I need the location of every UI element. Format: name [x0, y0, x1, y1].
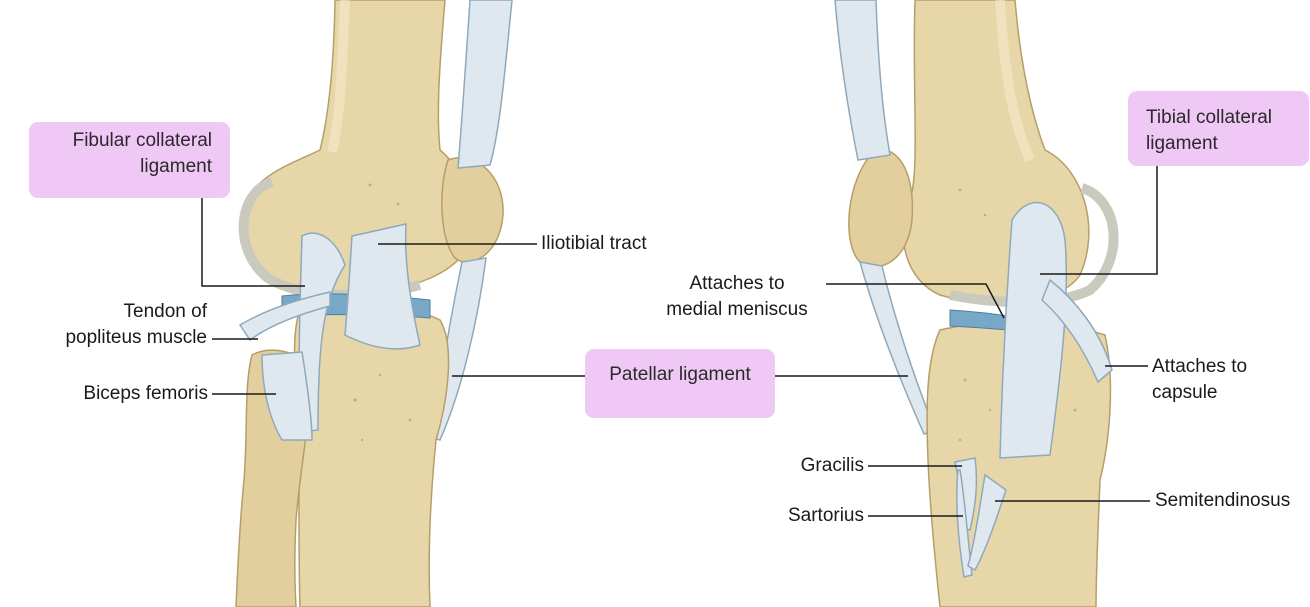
sartorius-label: Sartorius — [787, 505, 864, 526]
popliteus-tendon-label: Tendon of popliteus muscle — [40, 299, 207, 351]
fibular-collateral-line1: Fibular collateral — [72, 130, 212, 151]
leader-medial-meniscus — [826, 283, 1005, 319]
semitendinosus-label: Semitendinosus — [1155, 490, 1291, 511]
medial-meniscus-line1: Attaches to — [689, 273, 785, 294]
capsule-fibers — [1041, 278, 1113, 384]
tibial-collateral-line1: Tibial collateral — [1146, 107, 1273, 128]
patella-medial — [848, 148, 914, 268]
medial-meniscus-line2: medial meniscus — [666, 299, 808, 320]
fibular-collateral-ligament-box: Fibular collateral ligament — [29, 122, 230, 198]
capsule-line1: Attaches to — [1152, 356, 1248, 377]
lateral-knee-view — [235, 0, 513, 607]
popliteus-line1: Tendon of — [123, 301, 207, 322]
semitendinosus-band — [967, 473, 1007, 572]
sartorius-band — [956, 469, 973, 578]
popliteus-tendon-band — [238, 291, 331, 342]
patella-lateral — [441, 157, 504, 263]
femoral-condyle-medial — [949, 183, 1119, 307]
biceps-femoris-band — [261, 351, 313, 441]
capsule-label: Attaches to capsule — [1152, 354, 1247, 406]
medial-knee-view — [834, 0, 1119, 607]
tibial-collateral-ligament-box: Tibial collateral ligament — [1128, 91, 1309, 166]
iliotibial-tract-band — [344, 223, 421, 350]
patellar-ligament-medial — [858, 261, 936, 435]
fibular-collateral-ligament-band — [298, 232, 346, 433]
gracilis-label: Gracilis — [800, 455, 864, 476]
fibular-collateral-line2: ligament — [140, 156, 212, 177]
medial-meniscus-label: Attaches to medial meniscus — [650, 271, 824, 323]
leader-lines — [201, 164, 1158, 517]
quadriceps-tendon-medial — [834, 0, 891, 161]
iliotibial-tract-label: Iliotibial tract — [541, 233, 647, 254]
popliteus-line2: popliteus muscle — [65, 327, 207, 348]
leader-fibular-collateral — [201, 196, 305, 287]
capsule-line2: capsule — [1152, 382, 1218, 403]
tibial-collateral-ligament-band — [999, 201, 1068, 459]
biceps-femoris-label: Biceps femoris — [83, 383, 208, 404]
patellar-ligament-box: Patellar ligament — [585, 349, 775, 418]
tibial-collateral-line2: ligament — [1146, 133, 1218, 154]
quadriceps-tendon-lateral — [457, 0, 513, 169]
patellar-ligament-label: Patellar ligament — [609, 364, 751, 385]
leader-tibial-collateral — [1040, 164, 1158, 275]
